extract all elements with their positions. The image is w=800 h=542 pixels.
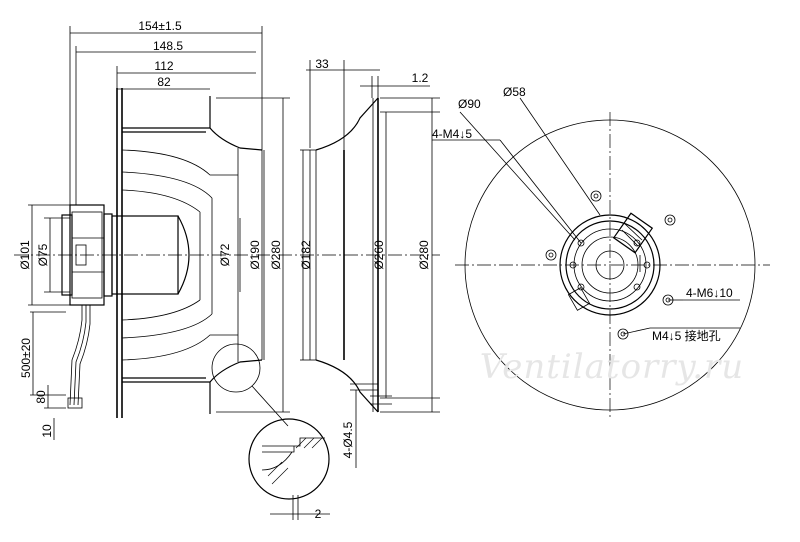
dim-inlet-outer: Ø280 xyxy=(417,240,431,270)
dim-motor-diameter: Ø75 xyxy=(36,243,50,266)
dim-cable-length: 500±20 xyxy=(19,338,33,378)
dim-inlet-width: 33 xyxy=(315,57,329,71)
detail-view xyxy=(248,418,330,500)
inlet-view-dimensions xyxy=(300,60,440,468)
dim-inlet-throat: Ø182 xyxy=(299,240,313,270)
side-view xyxy=(14,88,300,427)
front-view-leaders xyxy=(432,97,740,335)
dim-impeller-width: 112 xyxy=(154,59,173,73)
inlet-view-labels: 33 1.2 Ø182 Ø260 Ø280 4-Ø4.5 xyxy=(299,57,431,458)
dim-hub-diameter: Ø72 xyxy=(218,243,232,266)
front-view xyxy=(455,112,770,420)
dim-hub-inner: Ø58 xyxy=(503,85,526,99)
dim-cable-end: 10 xyxy=(40,424,54,438)
dim-inlet-holes: 4-Ø4.5 xyxy=(341,421,355,458)
front-view-labels: Ø90 Ø58 4-M4↓5 4-M6↓10 M4↓5 接地孔 xyxy=(432,85,733,343)
dim-outer-diameter: Ø280 xyxy=(269,240,283,270)
dim-inlet-thickness: 1.2 xyxy=(412,71,429,85)
dim-cable-strip: 80 xyxy=(34,390,48,404)
dim-inlet-bolt-circle: Ø260 xyxy=(372,240,386,270)
label-ground-hole: M4↓5 接地孔 xyxy=(652,328,721,343)
dim-detail-gap: 2 xyxy=(315,507,322,521)
detail-circle xyxy=(211,343,261,393)
dim-hub-bolt-circle: Ø90 xyxy=(458,97,481,111)
label-mount-holes: 4-M6↓10 xyxy=(686,286,733,300)
label-thread-holes: 4-M4↓5 xyxy=(432,127,472,141)
dim-overall-width: 154±1.5 xyxy=(138,19,182,33)
side-view-dimensions xyxy=(28,26,330,520)
dim-flange-diameter: Ø101 xyxy=(18,240,32,270)
watermark: Ventilatorry.ru xyxy=(480,347,744,387)
dim-inner-diameter: Ø190 xyxy=(248,240,262,270)
side-view-labels: 154±1.5 148.5 112 82 Ø101 Ø75 Ø72 Ø190 Ø… xyxy=(18,19,322,521)
inlet-view xyxy=(300,97,440,413)
dim-body-width: 148.5 xyxy=(153,39,183,53)
dim-blade-width: 82 xyxy=(157,75,171,89)
